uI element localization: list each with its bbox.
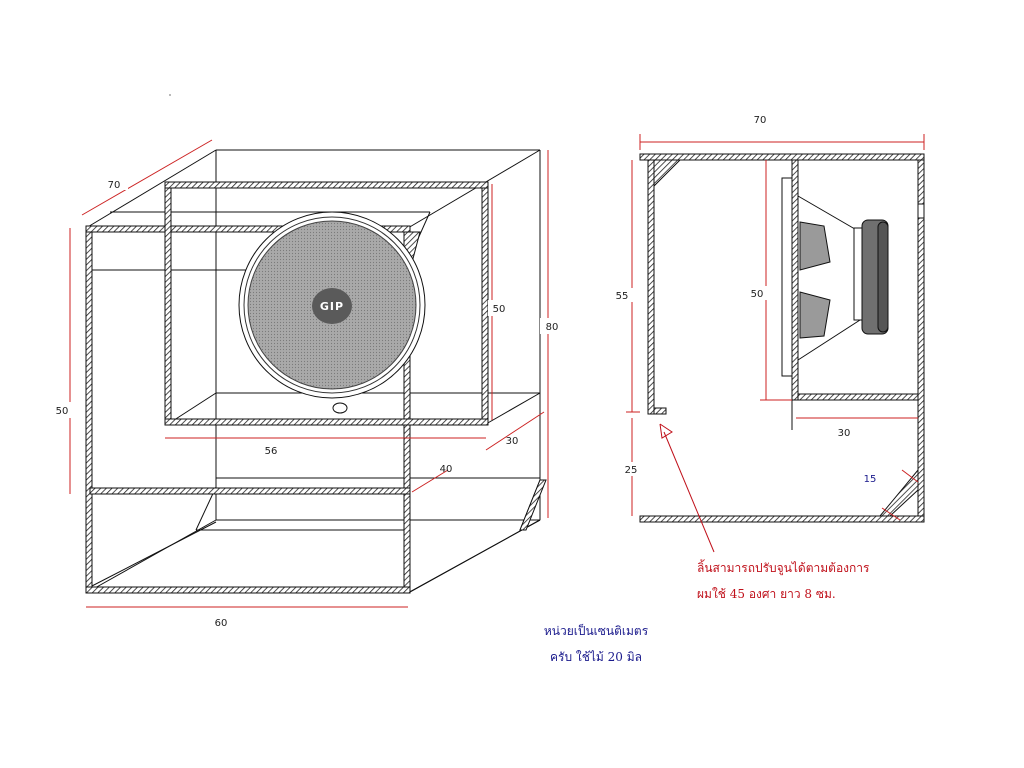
units-note-line2: ครับ ใช้ไม้ 20 มิล [550, 650, 642, 664]
dim-height-bottom: 25 [625, 465, 638, 476]
dim-shelf: 40 [440, 464, 453, 475]
dim-chamber-width: 30 [838, 428, 851, 439]
dim-inner-height: 50 [493, 304, 506, 315]
dim-height-front: 50 [56, 406, 69, 417]
right-dimension-lines [626, 134, 925, 521]
dim-inner-width: 56 [265, 446, 278, 457]
left-dimension-labels: 70 50 80 50 56 60 30 40 [52, 174, 560, 630]
dim-height-rear: 80 [546, 322, 559, 333]
speaker-driver: GIP [238, 211, 426, 414]
dim-corner: 15 [864, 474, 877, 485]
units-note-line1: หน่วยเป็นเซนติเมตร [544, 623, 649, 638]
driver-logo-badge [312, 288, 352, 324]
left-hatched-panels [85, 181, 547, 594]
tongue-arrow [659, 423, 715, 553]
driver-side-view [781, 177, 925, 377]
dim-height-left: 55 [616, 291, 629, 302]
dim-depth-right: 30 [506, 436, 519, 447]
port-hole [332, 402, 348, 414]
adjust-note-line2: ผมใช้ 45 องศา ยาว 8 ซม. [697, 587, 836, 601]
driver-logo: GIP [320, 300, 344, 313]
adjust-note-line1: ลิ้นสามารถปรับจูนได้ตามต้องการ [697, 559, 870, 576]
dim-top-depth: 70 [108, 180, 121, 191]
dim-driver-height: 50 [751, 289, 764, 300]
stray-dot [169, 94, 171, 96]
right-dimension-labels: 70 55 50 25 30 15 [614, 112, 876, 485]
dim-width-bottom: 60 [215, 618, 228, 629]
dim-top-width: 70 [754, 115, 767, 126]
notes: ลิ้นสามารถปรับจูนได้ตามต้องการ ผมใช้ 45 … [544, 559, 870, 664]
